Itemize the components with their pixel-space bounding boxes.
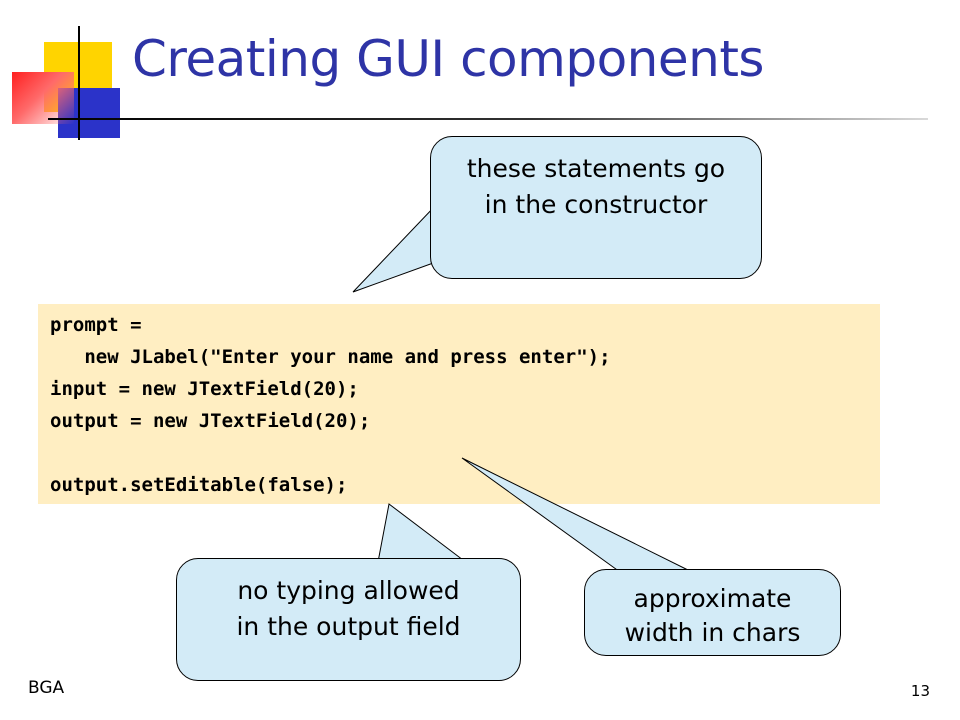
no-typing-callout: no typing allowed in the output field — [176, 558, 521, 681]
code-line: prompt = — [50, 314, 142, 336]
logo-vertical-line — [78, 26, 80, 140]
constructor-callout-tail — [352, 203, 437, 293]
slide-title: Creating GUI components — [132, 30, 764, 88]
callout-text: no typing allowed — [237, 576, 460, 605]
footer-author: BGA — [28, 678, 65, 698]
title-underline — [48, 118, 928, 120]
code-line: output.setEditable(false); — [50, 474, 348, 496]
callout-text: width in chars — [624, 618, 801, 647]
code-line: new JLabel("Enter your name and press en… — [50, 346, 611, 368]
code-line: input = new JTextField(20); — [50, 378, 359, 400]
callout-text: these statements go — [466, 154, 726, 183]
callout-text: in the output field — [236, 612, 461, 641]
page-number: 13 — [910, 682, 930, 700]
callout-text: approximate — [633, 584, 792, 613]
no-typing-callout-tail — [377, 503, 465, 563]
logo-red-square — [12, 72, 74, 124]
width-callout-tail — [461, 457, 693, 573]
code-block — [38, 304, 880, 504]
callout-text: in the constructor — [484, 190, 708, 219]
width-callout: approximate width in chars — [584, 569, 841, 656]
code-line: output = new JTextField(20); — [50, 410, 371, 432]
constructor-callout: these statements go in the constructor — [430, 136, 762, 279]
